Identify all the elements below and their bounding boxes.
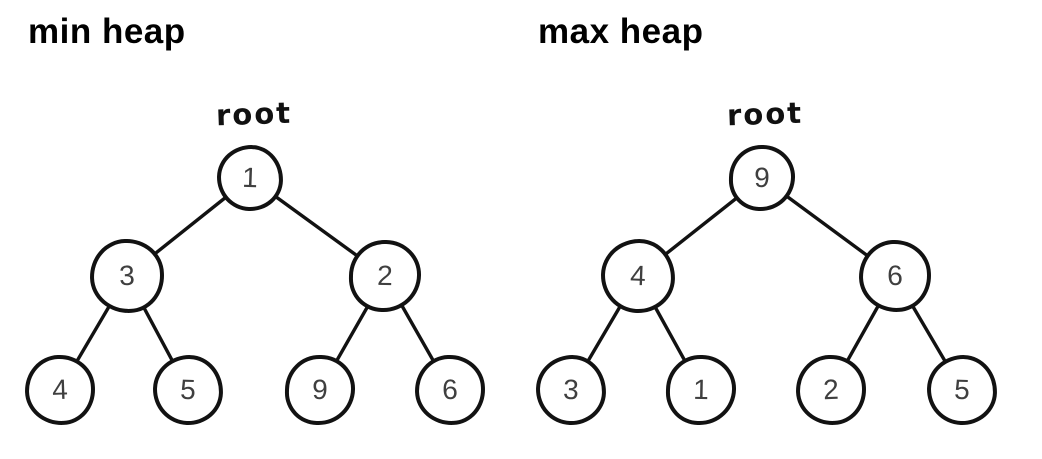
min-heap-title: min heap [28, 12, 186, 51]
max-heap-title: max heap [538, 12, 704, 51]
max-heap-root-label: root [726, 95, 804, 133]
min-heap-root-label: root [215, 95, 293, 133]
